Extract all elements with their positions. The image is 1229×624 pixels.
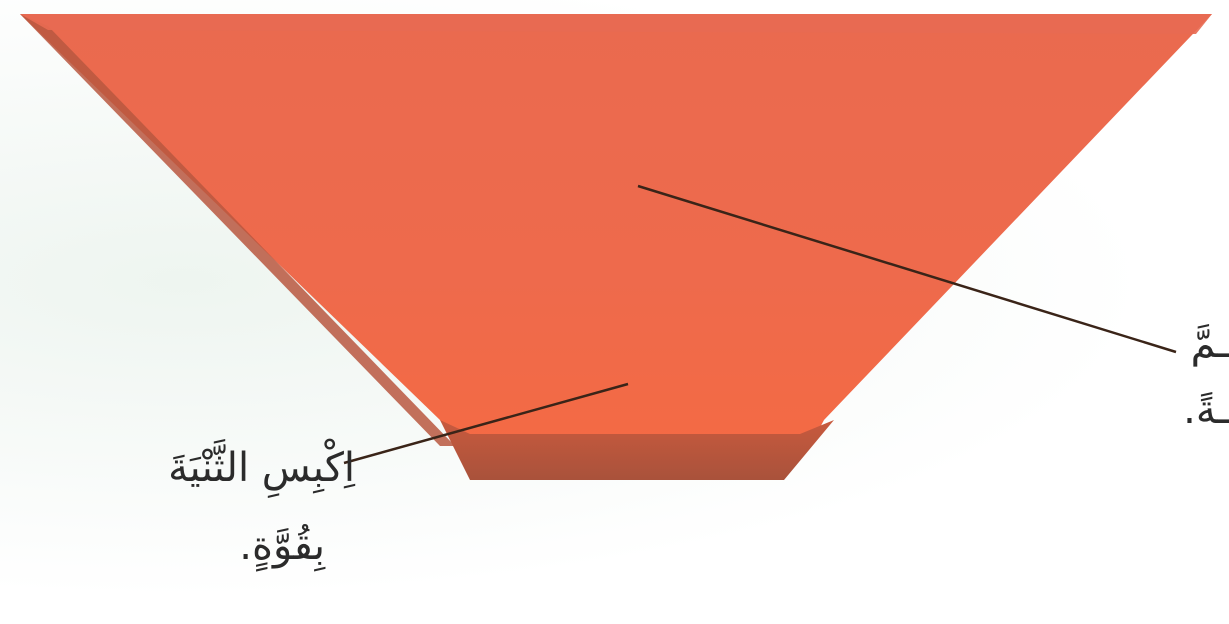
label-press-fold-line2: بِقُوَّةٍ.: [168, 522, 325, 570]
paper-fold-shape: [20, 14, 1212, 450]
label-right-truncated: ـمَّ ـةً.: [1186, 320, 1229, 434]
label-right-line2: ـةً.: [1186, 386, 1229, 434]
label-right-line1: ـمَّ: [1186, 320, 1229, 368]
label-press-fold-line1: اِكْبِسِ الثَّنْيَةَ: [168, 445, 355, 491]
label-press-fold: اِكْبِسِ الثَّنْيَةَ بِقُوَّةٍ.: [168, 444, 355, 570]
